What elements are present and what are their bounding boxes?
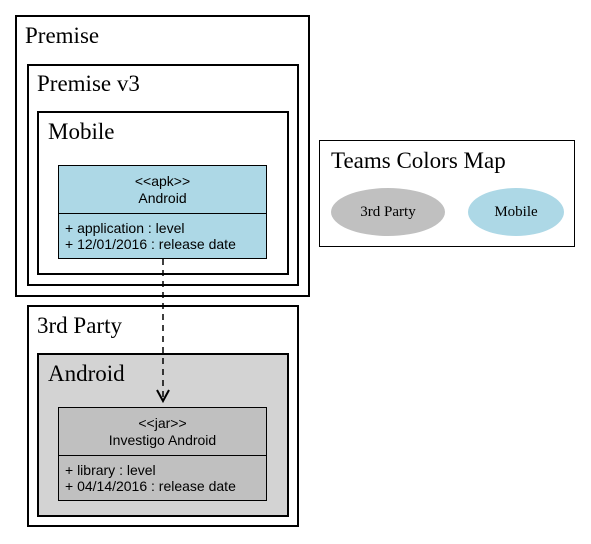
premise-title: Premise bbox=[25, 23, 100, 48]
investigo-stereotype: <<jar>> bbox=[138, 415, 187, 431]
dependency-arrow-head bbox=[156, 389, 170, 404]
investigo-android-component[interactable]: <<jar>> Investigo Android + library : le… bbox=[58, 407, 267, 501]
legend-title: Teams Colors Map bbox=[331, 148, 506, 173]
android-apk-attr-level: + application : level bbox=[65, 220, 185, 236]
investigo-separator bbox=[59, 455, 266, 456]
mobile-title: Mobile bbox=[48, 119, 115, 144]
investigo-attr-release: + 04/14/2016 : release date bbox=[65, 478, 236, 494]
legend-item-mobile: Mobile bbox=[468, 188, 564, 236]
legend-item-mobile-label: Mobile bbox=[494, 203, 538, 220]
third-party-title: 3rd Party bbox=[37, 313, 122, 338]
android-apk-separator bbox=[59, 213, 266, 214]
investigo-attr-level: + library : level bbox=[65, 462, 156, 478]
android-apk-attributes: + application : level + 12/01/2016 : rel… bbox=[65, 220, 236, 252]
android-apk-stereotype: <<apk>> bbox=[134, 173, 191, 189]
investigo-name: Investigo Android bbox=[108, 432, 217, 448]
legend-item-3rd-party-label: 3rd Party bbox=[360, 203, 416, 220]
investigo-attributes: + library : level + 04/14/2016 : release… bbox=[65, 462, 236, 494]
legend-item-3rd-party: 3rd Party bbox=[331, 188, 445, 236]
android-apk-name: Android bbox=[138, 190, 187, 206]
legend-box bbox=[319, 140, 575, 247]
android-apk-component[interactable]: <<apk>> Android + application : level + … bbox=[58, 165, 267, 259]
android-apk-attr-release: + 12/01/2016 : release date bbox=[65, 236, 236, 252]
premise-v3-title: Premise v3 bbox=[37, 71, 140, 96]
android-package-title: Android bbox=[48, 361, 125, 386]
